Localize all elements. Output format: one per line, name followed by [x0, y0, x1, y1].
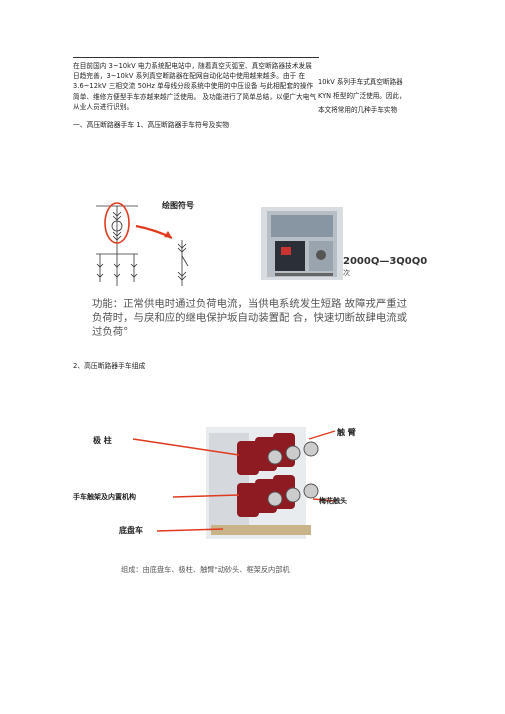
- label-pole: 极 柱: [93, 435, 112, 445]
- breaker-truck-figure: 极 柱 触 臂 手车触架及内置机构 梅花触头 底盘车: [73, 427, 356, 539]
- side-line: KYN 柜型的广泛使用。因此，: [318, 92, 406, 100]
- composition-description: 组成：由底盘车、极柱、触臂"动砂头、框架反内部机: [121, 565, 290, 574]
- label-drive: 手车触架及内置机构: [73, 492, 136, 501]
- label-arm: 触 臂: [337, 427, 356, 437]
- intro-paragraph: 在目前国内 3~10kV 电力系统配电站中，随着真空灭弧室、真空断路器技术发展日…: [73, 62, 317, 111]
- section-heading-1: 一、高压断路器手车 1、高压断路器手车符号及实物: [73, 121, 230, 129]
- label-chassis: 底盘车: [118, 525, 143, 535]
- label-contact: 梅花触头: [319, 496, 347, 505]
- operation-count: 2000Q—3Q0Q0: [343, 256, 428, 267]
- side-text: 10kV 系列手车式真空断路器 KYN 柜型的广泛使用。因此， 本文将常用的几种…: [318, 75, 438, 117]
- circuit-symbol-figure: 绘图符号: [96, 200, 194, 286]
- operation-count-unit: 次: [343, 269, 350, 277]
- symbol-label: 绘图符号: [162, 200, 194, 210]
- switchgear-photo: [261, 207, 343, 280]
- section-heading-2: 2、高压断路器手车组成: [73, 362, 146, 370]
- highlight-ellipse: [104, 202, 130, 244]
- side-line: 10kV 系列手车式真空断路器: [318, 78, 403, 86]
- header-rule: [73, 57, 319, 58]
- function-description: 功能：正常供电时通过负荷电流，当供电系统发生短路 故障戎严重过负荷时，与戾和应的…: [92, 298, 408, 339]
- side-line: 本文将常用的几种手车实物: [318, 106, 398, 114]
